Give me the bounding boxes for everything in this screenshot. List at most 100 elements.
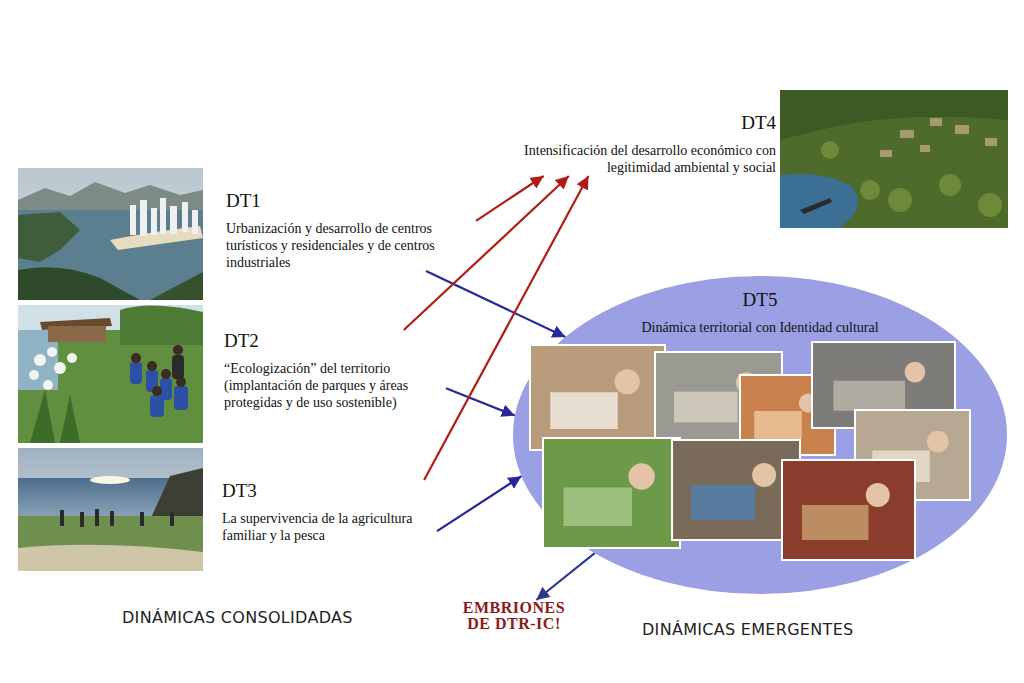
- drawing-part: [780, 174, 858, 228]
- arrow-connector: [536, 553, 594, 600]
- drawing-part: [150, 468, 203, 520]
- node-description: Dinámica territorial con Identidad cultu…: [512, 319, 1008, 336]
- drawing-part: [160, 198, 166, 234]
- node-heading: DT1: [226, 190, 476, 212]
- drawing-part: [530, 345, 665, 450]
- drawing-part: [161, 369, 171, 379]
- dt4-photo: [780, 90, 1008, 228]
- section-label: DINÁMICAS CONSOLIDADAS: [122, 608, 353, 627]
- drawing-part: [513, 276, 1007, 594]
- drawing-part: [780, 90, 1008, 140]
- drawing-part: [18, 305, 203, 443]
- drawing-part: [131, 353, 141, 363]
- drawing-part: [782, 460, 915, 560]
- drawing-part: [18, 267, 140, 300]
- drawing-part: [900, 130, 914, 138]
- drawing-part: [802, 505, 869, 540]
- dynamic-block: DT4Intensificación del desarrollo económ…: [496, 112, 776, 176]
- drawing-part: [543, 438, 680, 548]
- drawing-part: [18, 330, 203, 443]
- drawing-part: [34, 354, 46, 366]
- drawing-part: [615, 369, 640, 394]
- drawing-part: [939, 174, 961, 196]
- drawing-part: [130, 198, 198, 236]
- ellipse-region: DT5Dinámica territorial con Identidad cu…: [512, 275, 1008, 595]
- drawing-part: [927, 431, 949, 453]
- drawing-part: [29, 370, 39, 380]
- arrow-connector: [476, 176, 544, 221]
- drawing-part: [60, 510, 64, 526]
- drawing-part: [564, 488, 633, 527]
- drawing-part: [90, 476, 130, 484]
- arrow-connector: [446, 388, 515, 415]
- drawing-part: [54, 362, 66, 374]
- drawing-part: [905, 362, 926, 383]
- drawing-part: [172, 355, 184, 379]
- drawing-part: [30, 390, 80, 443]
- drawing-part: [888, 188, 912, 212]
- drawing-part: [691, 485, 755, 520]
- drawing-part: [151, 208, 157, 235]
- drawing-part: [780, 90, 1008, 228]
- dt3-photo: [18, 448, 203, 571]
- section-label: DINÁMICAS EMERGENTES: [642, 620, 854, 639]
- node-description: La supervivencia de la agricultura famil…: [222, 510, 437, 544]
- drawing-part: [140, 512, 144, 526]
- drawing-part: [930, 118, 942, 126]
- node-description: Intensificación del desarrollo económico…: [496, 142, 776, 176]
- drawing-part: [67, 353, 77, 363]
- drawing-part: [985, 138, 997, 146]
- drawing-part: [47, 347, 57, 357]
- drawing-part: [48, 326, 106, 342]
- drawing-part: [821, 141, 839, 159]
- dynamic-block: DT2“Ecologización” del territorio (impla…: [224, 330, 446, 411]
- drawing-part: [173, 345, 183, 355]
- drawing-part: [95, 509, 99, 526]
- drawing-part: [43, 380, 53, 390]
- drawing-part: [880, 150, 892, 157]
- drawing-part: [754, 411, 802, 439]
- drawing-part: [130, 205, 136, 235]
- node-heading: DT5: [512, 289, 1008, 311]
- drawing-part: [150, 272, 203, 300]
- drawing-part: [782, 460, 915, 560]
- drawing-part: [29, 347, 77, 390]
- drawing-part: [150, 395, 164, 417]
- drawing-part: [192, 210, 198, 234]
- node-description: Urbanización y desarrollo de centros tur…: [226, 220, 476, 271]
- drawing-part: [833, 381, 905, 411]
- drawing-part: [174, 386, 188, 410]
- drawing-part: [672, 440, 800, 540]
- drawing-part: [131, 345, 186, 396]
- drawing-part: [170, 512, 174, 526]
- drawing-part: [800, 198, 832, 214]
- drawing-part: [147, 361, 157, 371]
- drawing-part: [955, 125, 969, 134]
- drawing-part: [18, 212, 80, 262]
- callout-text: EMBRIONES DE DTR-IC!: [452, 600, 576, 632]
- drawing-part: [752, 463, 776, 487]
- drawing-part: [530, 345, 665, 450]
- drawing-part: [170, 206, 177, 234]
- drawing-part: [140, 200, 147, 236]
- drawing-part: [880, 118, 997, 157]
- callout-block: EMBRIONES DE DTR-IC!: [452, 600, 576, 632]
- drawing-part: [543, 438, 680, 548]
- dt2-photo: [18, 305, 203, 443]
- node-description: “Ecologización” del territorio (implanta…: [224, 360, 446, 411]
- node-heading: DT3: [222, 480, 437, 502]
- dt1-photo: [18, 168, 203, 300]
- drawing-part: [182, 202, 188, 232]
- drawing-part: [821, 141, 1002, 217]
- drawing-part: [152, 386, 162, 396]
- drawing-part: [860, 180, 880, 200]
- drawing-part: [920, 145, 930, 152]
- node-heading: DT4: [496, 112, 776, 134]
- drawing-part: [978, 193, 1002, 217]
- drawing-part: [628, 463, 654, 489]
- dynamic-block: DT1Urbanización y desarrollo de centros …: [226, 190, 476, 271]
- drawing-part: [18, 448, 203, 571]
- drawing-part: [18, 168, 203, 300]
- drawing-part: [672, 440, 800, 540]
- drawing-part: [60, 509, 174, 527]
